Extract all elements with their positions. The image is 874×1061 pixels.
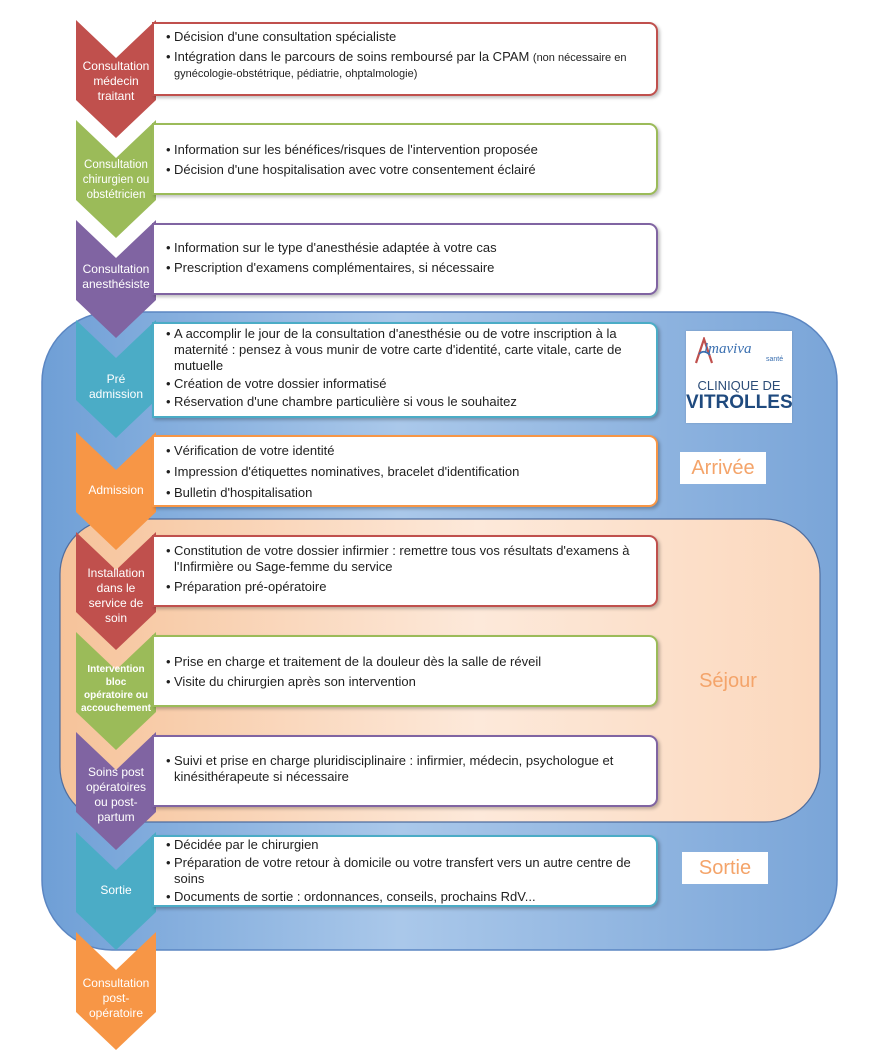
list-item: Information sur le type d'anesthésie ada… (166, 240, 650, 256)
list-item: Documents de sortie : ordonnances, conse… (166, 889, 650, 905)
logo-clinic: CLINIQUE DE (697, 378, 781, 393)
step-box-installation: Constitution de votre dossier infirmier … (152, 535, 658, 607)
step-label-admission: Admission (88, 482, 144, 497)
chevron-consultation-post (76, 932, 156, 1050)
step-box-intervention: Prise en charge et traitement de la doul… (152, 635, 658, 707)
chevron-consultation-medecin (76, 20, 156, 138)
list-item: Décision d'une consultation spécialiste (166, 29, 650, 45)
list-item: Bulletin d'hospitalisation (166, 485, 650, 501)
step-box-sortie: Décidée par le chirurgien Préparation de… (152, 835, 658, 907)
list-item: Prescription d'examens complémentaires, … (166, 260, 650, 276)
chevron-pre-admission (76, 320, 156, 438)
list-item: Constitution de votre dossier infirmier … (166, 543, 650, 575)
chevron-consultation-anesthesiste (76, 220, 156, 338)
step-box-soins-post: Suivi et prise en charge pluridisciplina… (152, 735, 658, 807)
list-item: Suivi et prise en charge pluridisciplina… (166, 753, 650, 785)
chevron-intervention (76, 632, 156, 750)
step-box-admission: Vérification de votre identité Impressio… (152, 435, 658, 507)
list-item: Préparation pré-opératoire (166, 579, 650, 595)
list-item: Vérification de votre identité (166, 443, 650, 459)
chevron-sortie (76, 832, 156, 950)
step-box-consultation-medecin: Décision d'une consultation spécialiste … (152, 22, 658, 96)
step-label-sortie: Sortie (100, 882, 132, 897)
list-item: Prise en charge et traitement de la doul… (166, 654, 650, 670)
list-item: Réservation d'une chambre particulière s… (166, 394, 650, 410)
list-item: Information sur les bénéfices/risques de… (166, 142, 650, 158)
logo-a-mark (694, 337, 714, 364)
step-box-consultation-chirurgien: Information sur les bénéfices/risques de… (152, 123, 658, 195)
step-box-consultation-anesthesiste: Information sur le type d'anesthésie ada… (152, 223, 658, 295)
chevron-admission (76, 432, 156, 550)
phase-label-sortie: Sortie (682, 852, 768, 884)
list-item: Décision d'une hospitalisation avec votr… (166, 162, 650, 178)
list-item: Intégration dans le parcours de soins re… (166, 49, 650, 81)
list-item: Visite du chirurgien après son intervent… (166, 674, 650, 690)
phase-label-arrivee: Arrivée (680, 452, 766, 484)
list-item: A accomplir le jour de la consultation d… (166, 326, 650, 374)
phase-label-sejour: Séjour (699, 670, 757, 692)
list-item: Décidée par le chirurgien (166, 837, 650, 853)
logo-brand: lmaviva (704, 341, 752, 357)
chevron-installation (76, 532, 156, 650)
list-item: Préparation de votre retour à domicile o… (166, 855, 650, 887)
list-item: Création de votre dossier informatisé (166, 376, 650, 392)
clinic-logo: lmaviva santé CLINIQUE DE VITROLLES (686, 331, 793, 423)
chevron-consultation-chirurgien (76, 120, 156, 238)
step-box-pre-admission: A accomplir le jour de la consultation d… (152, 322, 658, 418)
chevron-soins-post (76, 732, 156, 850)
logo-city: VITROLLES (686, 392, 793, 413)
list-item: Impression d'étiquettes nominatives, bra… (166, 464, 650, 480)
logo-brand-sub: santé (766, 356, 784, 363)
